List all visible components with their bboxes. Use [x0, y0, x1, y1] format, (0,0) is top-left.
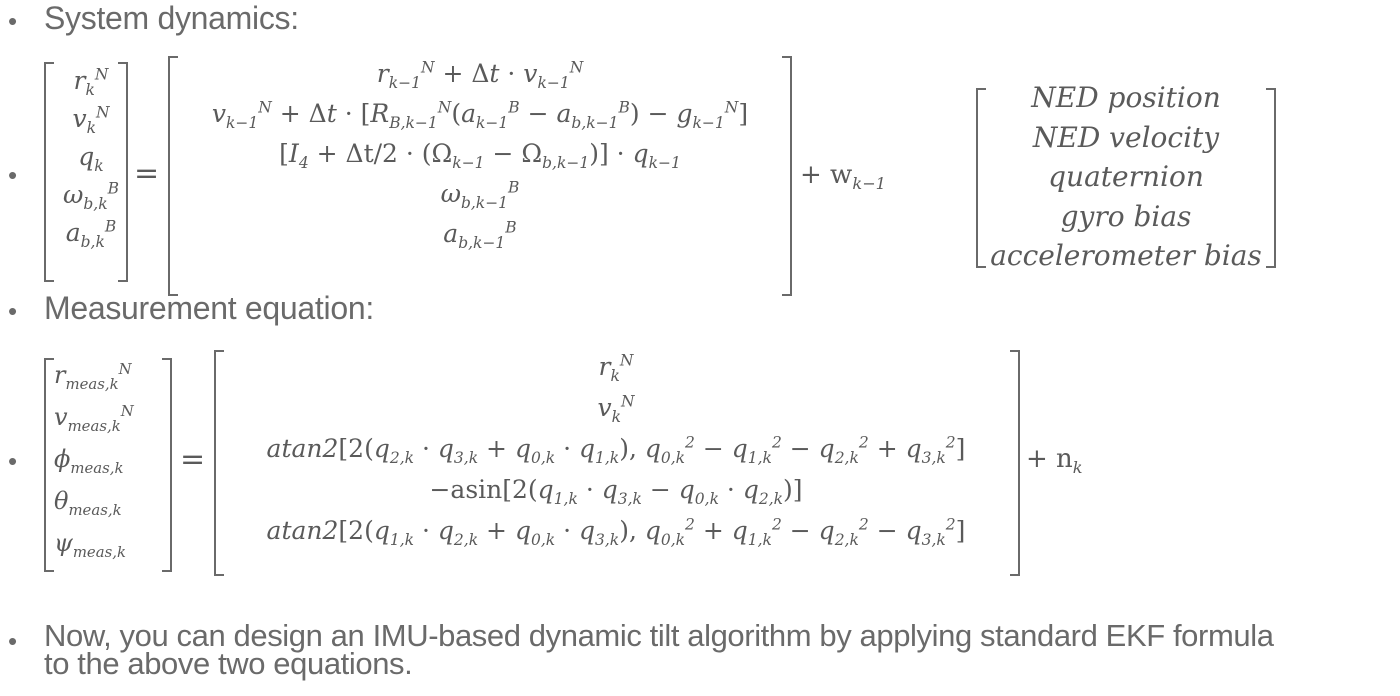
state-labels: NED position NED velocity quaternion gyr…: [984, 78, 1268, 276]
bullet-dot: •: [8, 160, 18, 190]
bullet-dot: •: [8, 626, 18, 656]
left-bracket: [44, 358, 54, 572]
right-bracket: [118, 62, 128, 282]
left-bracket: [976, 88, 986, 268]
measurement-noise: + nk: [1026, 444, 1083, 478]
equals-sign: =: [134, 156, 160, 191]
state-label: NED velocity: [1032, 120, 1220, 154]
conclusion-line-1: Now, you can design an IMU-based dynamic…: [44, 618, 1274, 653]
heading-system-dynamics: System dynamics:: [44, 0, 299, 36]
heading-measurement-equation: Measurement equation:: [44, 290, 374, 326]
state-label: accelerometer bias: [990, 239, 1262, 272]
left-bracket: [214, 350, 224, 576]
equals-sign: =: [180, 442, 206, 477]
state-label: gyro bias: [1060, 199, 1192, 233]
measurement-vector: rmeas,kN vmeas,kN ϕmeas,k θmeas,k ψmeas,…: [54, 360, 134, 561]
left-bracket: [168, 56, 178, 296]
right-bracket: [1010, 350, 1020, 576]
state-vector: rkN vkN qk ωb,kB ab,kB: [62, 65, 120, 251]
bullet-dot: •: [8, 446, 18, 476]
bullet-dot: •: [8, 6, 18, 36]
conclusion-line-2: to the above two equations.: [44, 646, 413, 681]
right-bracket: [1266, 88, 1276, 268]
state-label: quaternion: [1048, 160, 1204, 193]
right-bracket: [782, 56, 792, 296]
process-model: rk−1N + Δt · vk−1N vk−1N + Δt · [RB,k−1N…: [211, 58, 749, 252]
state-label: NED position: [1031, 81, 1221, 114]
conclusion-text: Now, you can design an IMU-based dynamic…: [44, 618, 1274, 681]
measurement-model: rkN vkN atan2[2(q2,k · q3,k + q0,k · q1,…: [266, 351, 966, 549]
right-bracket: [162, 358, 172, 572]
process-noise: + wk−1: [800, 160, 886, 194]
left-bracket: [44, 62, 54, 282]
bullet-dot: •: [8, 296, 18, 326]
